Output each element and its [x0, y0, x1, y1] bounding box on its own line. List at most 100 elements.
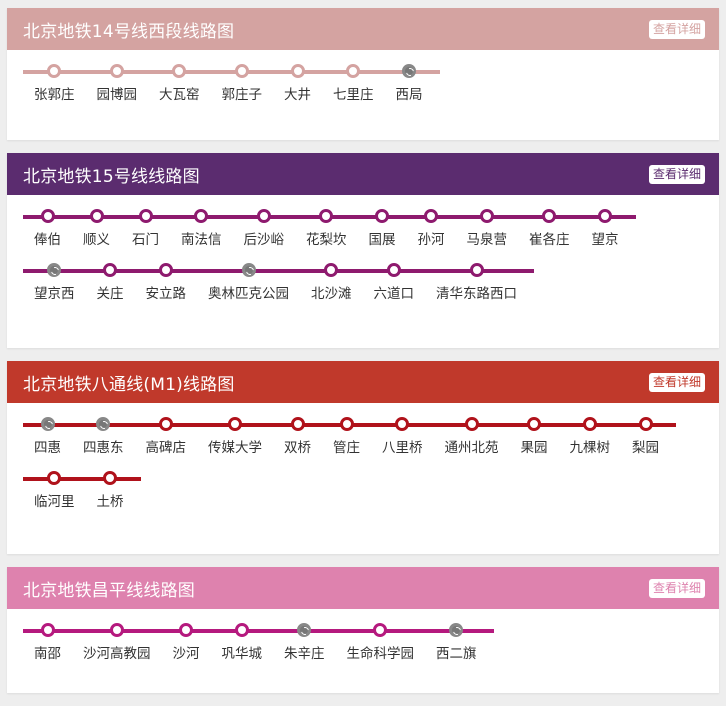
station-dot-icon: [234, 64, 249, 78]
station[interactable]: 马泉营: [455, 209, 518, 248]
station[interactable]: 生命科学园: [335, 623, 425, 662]
station-name: 朱辛庄: [284, 646, 325, 662]
station-name: 大井: [284, 87, 311, 103]
station-dot-icon: [290, 417, 305, 431]
line-title: 北京地铁14号线西段线路图: [23, 21, 235, 42]
station-name: 石门: [132, 232, 159, 248]
station[interactable]: 国展: [357, 209, 407, 248]
station-name: 俸伯: [34, 232, 61, 248]
station[interactable]: 郭庄子: [210, 64, 273, 103]
view-details-button[interactable]: 查看详细: [648, 578, 705, 598]
line-title: 北京地铁15号线线路图: [23, 166, 200, 187]
station-dot-icon: [582, 417, 597, 431]
track-end: [433, 70, 440, 74]
station[interactable]: 北沙滩: [300, 263, 363, 302]
line-map-row: 望京西关庄安立路奥林匹克公园北沙滩六道口清华东路西口: [23, 263, 719, 317]
station[interactable]: 沙河高教园: [72, 623, 162, 662]
station[interactable]: 八里桥: [371, 417, 434, 456]
station-name: 望京: [591, 232, 619, 248]
station[interactable]: 大井: [273, 64, 322, 103]
station[interactable]: 望京: [580, 209, 630, 248]
station-name: 沙河: [172, 646, 200, 662]
station[interactable]: 奥林匹克公园: [197, 263, 300, 302]
line-card-header: 北京地铁14号线西段线路图 查看详细: [7, 8, 719, 50]
station-name: 临河里: [34, 494, 75, 510]
line-map-row: 俸伯 顺义 石门南法信后沙峪 花梨坎国展孙河马泉营崔各庄望京: [23, 209, 719, 263]
station-name: 安立路: [145, 286, 187, 302]
line-card-header: 北京地铁昌平线线路图 查看详细: [7, 567, 719, 609]
station-dot-icon: [395, 417, 410, 431]
station[interactable]: 南邵: [23, 623, 72, 662]
station[interactable]: 后沙峪: [232, 209, 295, 248]
station-name: 双桥: [284, 440, 311, 456]
station[interactable]: 临河里: [23, 471, 86, 510]
station[interactable]: 大瓦窑: [148, 64, 211, 103]
station[interactable]: 梨园: [621, 417, 670, 456]
station-name: 顺义: [83, 232, 110, 248]
station-dot-icon: [319, 209, 334, 223]
station[interactable]: 高碑店: [134, 417, 197, 456]
station[interactable]: 果园: [509, 417, 559, 456]
station[interactable]: 顺义: [72, 209, 121, 248]
station[interactable]: 六道口: [362, 263, 425, 302]
station[interactable]: 沙河: [161, 623, 211, 662]
station[interactable]: 管庄: [322, 417, 371, 456]
station[interactable]: 传媒大学: [197, 417, 273, 456]
station[interactable]: 清华东路西口: [425, 263, 528, 302]
station-name: 马泉营: [466, 232, 508, 248]
station-name: 四惠东: [83, 440, 124, 456]
view-details-button[interactable]: 查看详细: [648, 372, 705, 392]
station-dot-icon: [47, 471, 62, 485]
station[interactable]: 西局: [384, 64, 434, 103]
track-end: [134, 477, 141, 481]
station[interactable]: 双桥: [273, 417, 322, 456]
station[interactable]: 石门: [121, 209, 170, 248]
station-dot-icon: [598, 209, 612, 223]
station[interactable]: 俸伯: [23, 209, 72, 248]
station-dot-icon: [103, 471, 117, 485]
station-dot-icon: [424, 209, 438, 223]
station[interactable]: 安立路: [134, 263, 197, 302]
station-dot-icon: [228, 417, 242, 431]
station[interactable]: 崔各庄: [518, 209, 581, 248]
station-dot-icon: [179, 623, 193, 637]
view-details-button[interactable]: 查看详细: [648, 164, 705, 184]
station[interactable]: 花梨坎: [295, 209, 358, 248]
station-dot-icon: [346, 64, 361, 78]
station[interactable]: 张郭庄: [23, 64, 86, 103]
station[interactable]: 通州北苑: [433, 417, 510, 456]
track-end: [670, 423, 676, 427]
station[interactable]: 九棵树: [558, 417, 621, 456]
station[interactable]: 土桥: [85, 471, 135, 510]
line-map: 四惠四惠东 高碑店传媒大学双桥管庄八里桥通州北苑果园九棵树梨园临河里 土桥: [7, 403, 719, 525]
station[interactable]: 园博园: [85, 64, 148, 103]
view-details-button[interactable]: 查看详细: [648, 19, 705, 39]
station-name: 后沙峪: [243, 232, 285, 248]
station[interactable]: 七里庄: [322, 64, 385, 103]
station-dot-icon: [138, 209, 153, 223]
station[interactable]: 关庄: [85, 263, 135, 302]
station-dot-icon: [527, 417, 541, 431]
line-card: 北京地铁15号线线路图 查看详细俸伯 顺义 石门南法信后沙峪 花梨坎国展孙河马泉营崔各庄…: [7, 153, 719, 348]
station[interactable]: 孙河: [406, 209, 456, 248]
station-name: 土桥: [96, 494, 124, 510]
station[interactable]: 四惠: [23, 417, 72, 456]
transfer-station-icon: [402, 64, 416, 78]
station-name: 高碑店: [145, 440, 187, 456]
line-card-header: 北京地铁15号线线路图 查看详细: [7, 153, 719, 195]
station-name: 七里庄: [333, 87, 374, 103]
station[interactable]: 南法信: [170, 209, 233, 248]
station[interactable]: 巩华城: [210, 623, 273, 662]
line-title: 北京地铁昌平线线路图: [23, 580, 195, 601]
line-map: 俸伯 顺义 石门南法信后沙峪 花梨坎国展孙河马泉营崔各庄望京望京西关庄安立路奥林匹克公…: [7, 195, 719, 317]
station-name: 望京西: [34, 286, 75, 302]
station-dot-icon: [542, 209, 557, 223]
line-map: 南邵沙河高教园沙河巩华城朱辛庄生命科学园西二旗: [7, 609, 719, 677]
station[interactable]: 四惠东: [72, 417, 135, 456]
station-name: 花梨坎: [306, 232, 347, 248]
station-dot-icon: [386, 263, 401, 277]
station[interactable]: 望京西: [23, 263, 86, 302]
transfer-station-icon: [241, 263, 256, 277]
station[interactable]: 朱辛庄: [273, 623, 336, 662]
station[interactable]: 西二旗: [425, 623, 488, 662]
